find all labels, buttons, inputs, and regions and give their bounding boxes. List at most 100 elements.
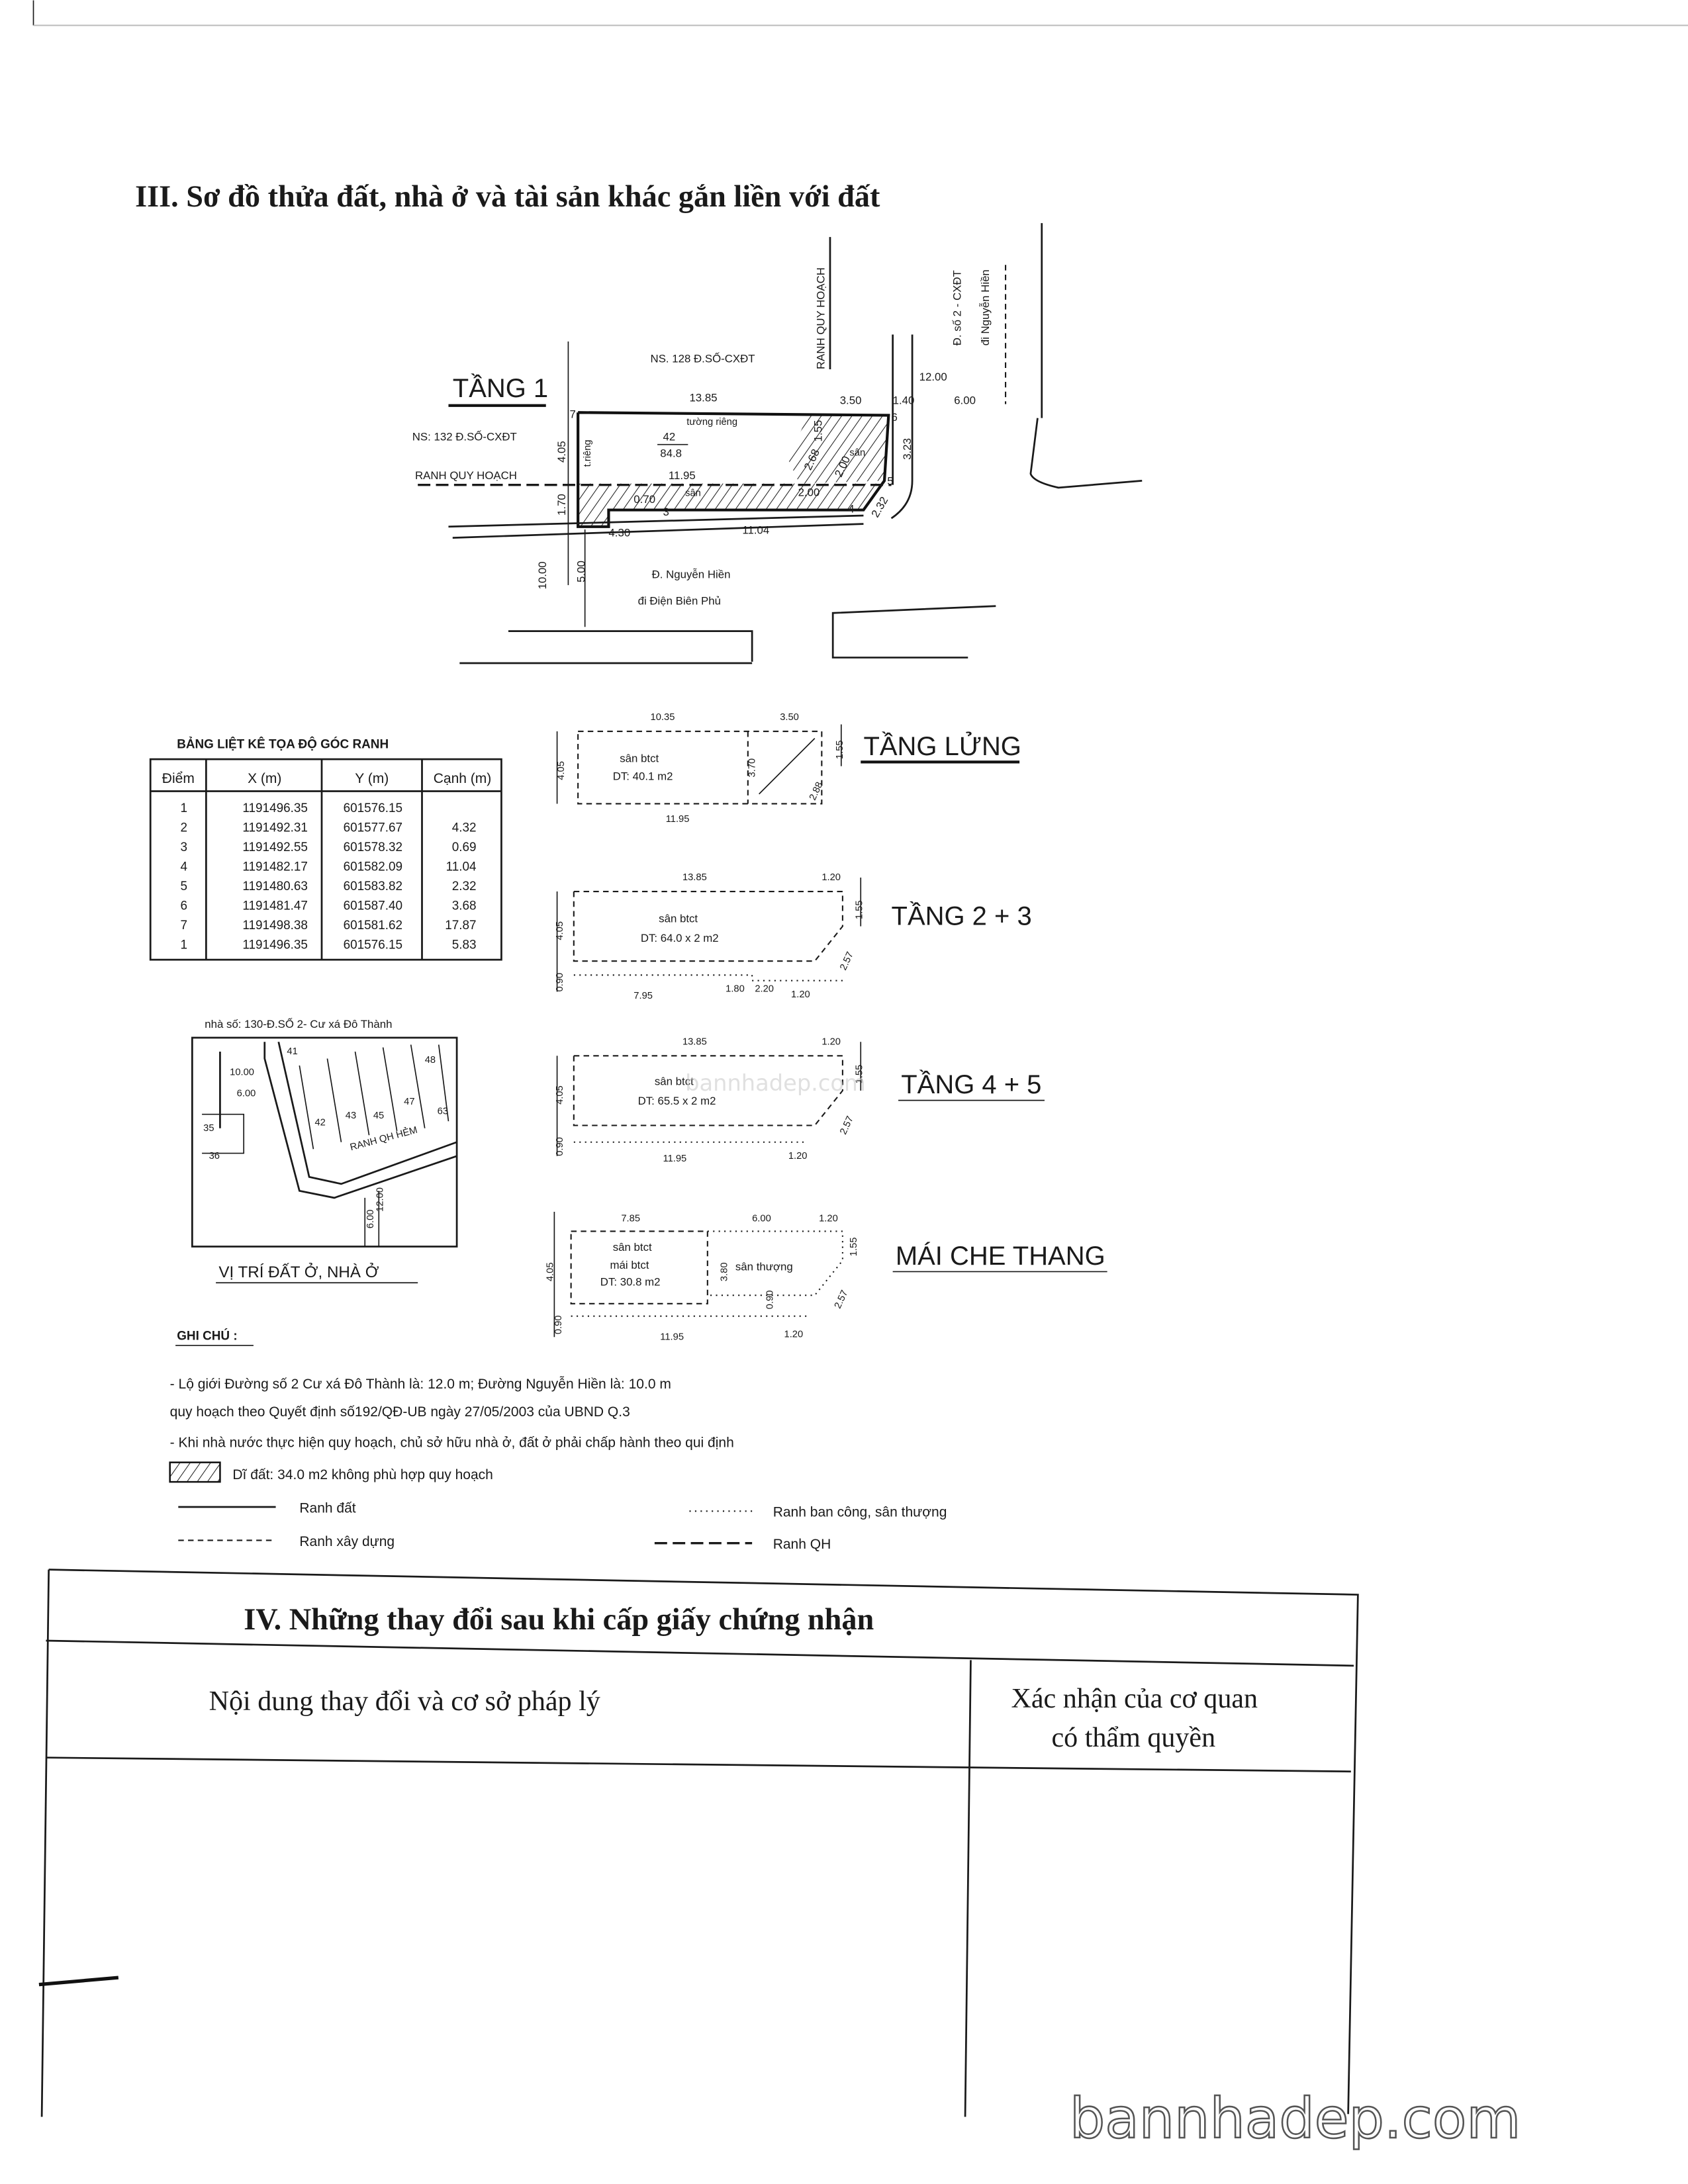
dim-1-40: 1.40	[893, 394, 915, 407]
section4-col-content: Nội dung thay đổi và cơ sở pháp lý	[209, 1686, 600, 1717]
legend-building: Ranh xây dựng	[299, 1534, 395, 1549]
coord-cell: 1191496.35	[242, 801, 308, 815]
yard-label-2: sân	[849, 447, 865, 458]
dim-10-00: 10.00	[536, 561, 549, 589]
dim-6-00: 6.00	[954, 394, 976, 407]
f45-dim-0-90: 0.90	[555, 1137, 565, 1156]
parcel-number: 42	[663, 430, 675, 443]
coord-cell: 7	[180, 919, 187, 933]
coord-cell: 601581.62	[344, 919, 402, 933]
roof-dim-1-20: 1.20	[819, 1214, 838, 1224]
mezz-dim-3-70: 3.70	[747, 758, 757, 778]
floor23-plan: TẦNG 2 + 3 13.85 1.20 sân btct DT: 64.0 …	[555, 872, 1032, 1001]
north-neighbor: NS. 128 Đ.SỐ-CXĐT	[651, 352, 755, 365]
dim-2-00: 2.00	[798, 486, 820, 499]
coord-cell: 4	[180, 860, 187, 874]
dim-top: 13.85	[689, 391, 717, 404]
south-street-dir: đi Điện Biên Phủ	[638, 595, 721, 608]
map-dim-6-00b: 6.00	[365, 1210, 376, 1229]
mezz-dim-3-50: 3.50	[780, 712, 799, 723]
lot-42: 42	[314, 1117, 325, 1128]
section4-col-confirm-1: Xác nhận của cơ quan	[1011, 1684, 1258, 1714]
f45-slab: sân btct	[655, 1075, 694, 1087]
dim-11-04: 11.04	[742, 523, 769, 536]
floor45-plan: TẦNG 4 + 5 13.85 1.20 sân btct DT: 65.5 …	[555, 1036, 1045, 1164]
location-caption: VỊ TRÍ ĐẤT Ở, NHÀ Ở	[218, 1262, 379, 1281]
dim-1-70: 1.70	[555, 494, 568, 516]
floor1-plan: TẦNG 1 NS. 128 Đ.SỐ-CXĐT NS: 132 Đ.SỐ-CX…	[412, 223, 1143, 664]
point-6: 6	[892, 411, 898, 424]
map-dim-12-00: 12.00	[375, 1187, 386, 1212]
coord-cell: 1191498.38	[242, 919, 308, 933]
notes: GHI CHÚ : - Lộ giới Đường số 2 Cư xá Đô …	[169, 1329, 947, 1552]
east-street: Đ. số 2 - CXĐT	[951, 270, 964, 345]
roof-dim-11-95: 11.95	[660, 1332, 684, 1343]
coord-cell: 1191492.31	[242, 821, 308, 835]
coord-cell: 3.68	[452, 899, 477, 913]
coord-cell: 1	[180, 938, 187, 952]
location-address: nhà số: 130-Đ.SỐ 2- Cư xá Đô Thành	[205, 1017, 392, 1030]
east-street-dir: đi Nguyễn Hiền	[979, 269, 992, 345]
hatch-legend-swatch	[169, 1461, 221, 1483]
planning-line-vertical: RANH QUY HOẠCH	[815, 267, 827, 369]
f45-dim-1-55: 1.55	[854, 1065, 865, 1084]
floor1-label: TẦNG 1	[453, 373, 548, 403]
dim-12-00: 12.00	[919, 371, 947, 383]
roof-terrace: sân thượng	[735, 1260, 793, 1273]
f45-dim-1-20b: 1.20	[788, 1151, 808, 1161]
f45-dim-1-20: 1.20	[821, 1036, 841, 1047]
f23-dim-1-55: 1.55	[854, 900, 865, 919]
roof-dim-7-85: 7.85	[621, 1214, 640, 1224]
mezz-dim-10-35: 10.35	[651, 712, 675, 723]
legend-planning: Ranh QH	[773, 1537, 831, 1552]
roof-plan: MÁI CHE THANG 7.85 6.00 1.20 sân btct má…	[545, 1211, 1107, 1343]
lot-63: 63	[438, 1107, 448, 1117]
coord-cell: 601576.15	[344, 938, 402, 952]
roof-label: MÁI CHE THANG	[896, 1241, 1105, 1271]
coord-cell: 5	[180, 880, 187, 893]
roof-dim-0-90: 0.90	[765, 1291, 776, 1310]
yard-label: sân	[685, 488, 701, 499]
lot-47: 47	[404, 1097, 414, 1107]
roof-dim-3-80: 3.80	[719, 1262, 729, 1281]
coord-cell: 1191492.55	[242, 841, 308, 854]
coord-cell: 601583.82	[344, 880, 402, 893]
map-dim-6-00: 6.00	[237, 1088, 256, 1099]
f45-dim-11-95: 11.95	[663, 1154, 686, 1164]
south-street: Đ. Nguyễn Hiền	[652, 569, 731, 581]
dim-0-70: 0.70	[633, 493, 655, 506]
point-7: 7	[570, 408, 576, 421]
hatch-legend: Dĩ đất: 34.0 m2 không phù hợp quy hoạch	[232, 1467, 493, 1482]
f23-area: DT: 64.0 x 2 m2	[641, 932, 719, 944]
coord-cell: 1191481.47	[242, 899, 308, 913]
roof-slab: sân btct	[613, 1241, 652, 1253]
legend-balcony: Ranh ban công, sân thượng	[773, 1505, 947, 1520]
coord-cell: 601576.15	[344, 801, 402, 815]
planning-line-label: RANH QUY HOẠCH	[415, 469, 517, 482]
notes-title: GHI CHÚ :	[177, 1329, 237, 1343]
coord-cell: 2	[180, 821, 187, 835]
roof-dim-6-00: 6.00	[752, 1214, 771, 1224]
f23-dim-1-80: 1.80	[726, 984, 745, 995]
lot-45: 45	[373, 1111, 384, 1121]
lot-43: 43	[346, 1111, 356, 1121]
coord-cell: 1191482.17	[242, 860, 308, 874]
mezz-area: DT: 40.1 m2	[613, 770, 673, 783]
coord-header: Y (m)	[355, 771, 389, 786]
coord-cell: 601577.67	[344, 821, 402, 835]
floor45-label: TẦNG 4 + 5	[901, 1069, 1041, 1099]
dim-4-05: 4.05	[555, 441, 568, 463]
dim-1-55: 1.55	[812, 420, 824, 442]
point-5: 5	[887, 475, 893, 488]
f45-area: DT: 65.5 x 2 m2	[638, 1095, 716, 1107]
coord-header: Điểm	[162, 771, 195, 786]
roof-dim-1-20b: 1.20	[784, 1329, 804, 1340]
f23-dim-7-95: 7.95	[633, 991, 653, 1001]
section3-title: III. Sơ đồ thửa đất, nhà ở và tài sản kh…	[135, 180, 880, 214]
dim-3-50: 3.50	[840, 394, 862, 407]
roof-area: DT: 30.8 m2	[600, 1275, 661, 1288]
dim-3-23: 3.23	[901, 438, 914, 460]
f23-dim-1-20: 1.20	[821, 872, 841, 883]
f45-dim-4-05: 4.05	[555, 1085, 565, 1105]
